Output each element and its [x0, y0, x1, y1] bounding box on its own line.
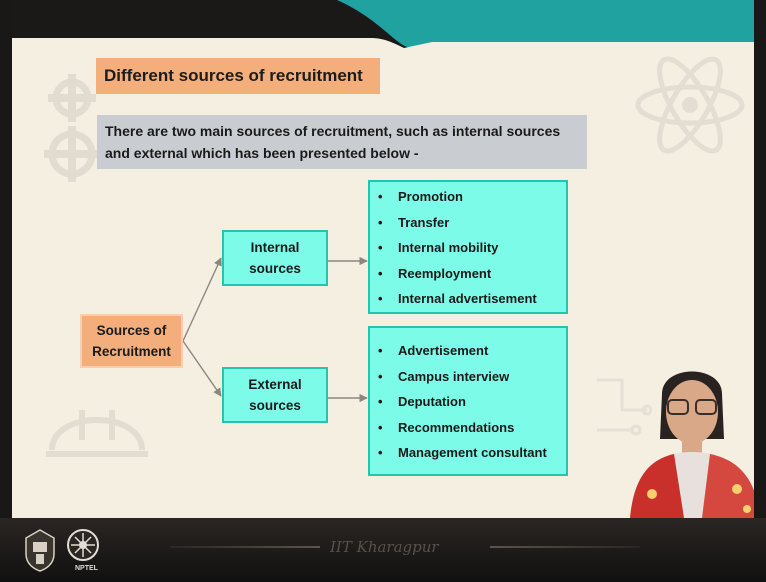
atom-icon [635, 56, 745, 154]
slide-title: Different sources of recruitment [96, 58, 380, 94]
list-item: Advertisement [376, 338, 560, 364]
list-item: Internal advertisement [376, 286, 560, 312]
circuit-icon [597, 378, 652, 436]
external-sources-node: External sources [222, 367, 328, 423]
internal-sources-list: Promotion Transfer Internal mobility Ree… [368, 180, 568, 314]
presenter-video [630, 371, 754, 518]
connector-root-external [182, 340, 222, 397]
diagram-connectors [182, 256, 368, 403]
connector-root-internal [182, 257, 222, 342]
gear-icon [44, 74, 100, 182]
list-item: Deputation [376, 389, 560, 415]
list-item: Transfer [376, 210, 560, 236]
list-item: Recommendations [376, 415, 560, 441]
list-item: Management consultant [376, 440, 560, 466]
root-node: Sources of Recruitment [80, 314, 183, 368]
nptel-logo-icon [67, 529, 99, 561]
nptel-label: NPTEL [75, 565, 98, 572]
list-item: Promotion [376, 184, 560, 210]
top-band [12, 0, 754, 48]
iit-emblem-icon [25, 529, 55, 572]
list-item: Campus interview [376, 364, 560, 390]
helmet-icon [46, 410, 148, 457]
internal-sources-node: Internal sources [222, 230, 328, 286]
list-item: Reemployment [376, 261, 560, 287]
footer-divider [170, 546, 640, 548]
slide: Different sources of recruitment There a… [12, 0, 754, 518]
institution-label: IIT Kharagpur [330, 538, 439, 556]
slide-intro: There are two main sources of recruitmen… [97, 115, 587, 169]
footer-bar: NPTEL IIT Kharagpur [0, 518, 766, 582]
external-sources-list: Advertisement Campus interview Deputatio… [368, 326, 568, 476]
list-item: Internal mobility [376, 235, 560, 261]
